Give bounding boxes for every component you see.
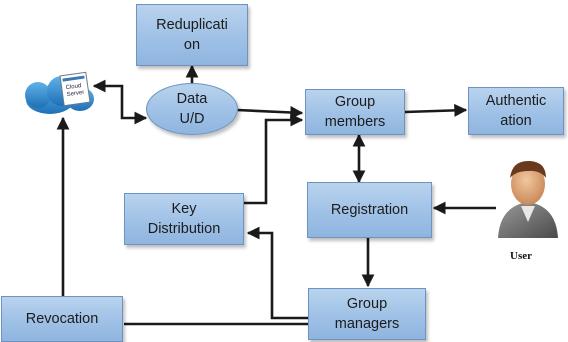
registration-box: Registration [307,182,432,238]
group-managers-box: Group managers [308,288,426,340]
data-ud-ellipse: Data U/D [146,83,238,135]
cloud-server-label-line1: Cloud [65,83,81,91]
revocation-box: Revocation [1,296,123,342]
cloud-server-label-line2: Server [66,90,84,98]
user-label: User [510,250,532,262]
group-members-box: Group members [305,89,405,135]
reduplication-box: Reduplicati on [136,4,248,66]
authentication-box: Authentic ation [468,87,564,135]
cloud-server-icon: Cloud Server [25,71,94,114]
key-distribution-box: Key Distribution [124,193,244,245]
user-icon [498,160,558,238]
